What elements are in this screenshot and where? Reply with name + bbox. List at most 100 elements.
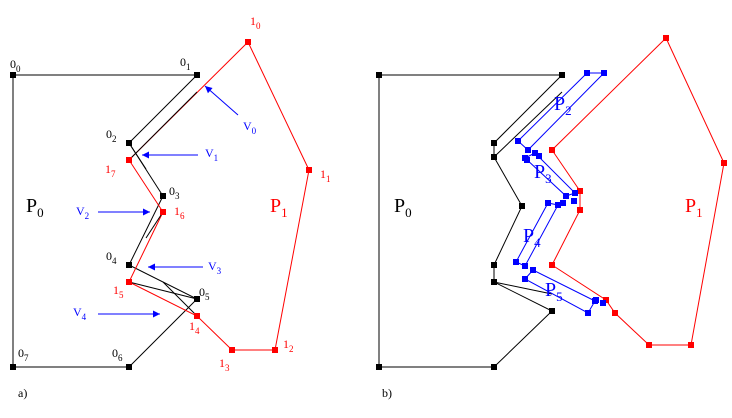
p4-vertex-b	[555, 202, 561, 208]
p0-inner-edge-a	[128, 142, 147, 170]
p-extra-vertex-b	[571, 198, 577, 204]
p3-label-b-base: P	[534, 161, 545, 183]
p0-vertex-label-base: 0	[106, 249, 112, 263]
v-label: V2	[76, 204, 89, 221]
p0-vertex-a	[126, 140, 132, 146]
p0-label-b-sub: 0	[405, 205, 412, 220]
p0-vertex-a	[194, 296, 200, 302]
p1-label-b-base: P	[685, 195, 696, 217]
v-label-base: V	[205, 146, 214, 160]
points-layer	[10, 35, 727, 370]
p1-vertex-a	[160, 209, 166, 215]
v-label-base: V	[73, 305, 82, 319]
p2-vertex-b	[584, 70, 590, 76]
p0-vertex-label-base: 0	[199, 285, 205, 299]
v-label: V0	[243, 119, 257, 136]
p0-offset-edge-a	[145, 211, 164, 239]
p4-label-b-base: P	[523, 225, 534, 247]
p1-vertex-label-sub: 2	[289, 344, 294, 354]
p1-vertex-label: 16	[174, 204, 185, 221]
p0-vertex-label-sub: 3	[175, 191, 180, 201]
p5-vertex-b	[530, 267, 536, 273]
p1-vertex-label: 13	[219, 356, 230, 373]
p0-label-a: P0	[26, 195, 44, 220]
p2-vertex-b	[525, 147, 531, 153]
p0-vertex-a	[126, 364, 132, 370]
p1-label-a-base: P	[270, 195, 281, 217]
v-label-base: V	[243, 119, 252, 133]
p5-label-b-sub: 5	[556, 289, 563, 304]
p0-label-b: P0	[394, 195, 412, 220]
p-extra-vertex-b	[524, 157, 530, 163]
p0-vertex-b	[519, 203, 525, 209]
p0-offset-edge-a	[162, 281, 198, 317]
p1-label-a: P1	[270, 195, 288, 220]
p0-vertex-label: 05	[199, 285, 210, 302]
p0-vertex-label-sub: 6	[118, 353, 123, 363]
p1-vertex-label-base: 1	[320, 167, 326, 181]
v-label-sub: 3	[217, 266, 222, 276]
v-label-sub: 0	[252, 126, 257, 136]
p0-vertex-b	[376, 72, 382, 78]
p1-vertex-b	[663, 35, 669, 41]
p1-vertex-label: 17	[105, 162, 116, 179]
p0-vertex-label: 00	[10, 57, 21, 74]
p-extra-vertex-b	[600, 300, 606, 306]
p1-vertex-a	[306, 167, 312, 173]
p-extra-vertex-b	[560, 200, 566, 206]
p0-vertex-b	[491, 364, 497, 370]
v4-arrow-head	[153, 310, 160, 318]
p0-vertex-a	[126, 262, 132, 268]
p1-vertex-label-sub: 4	[195, 326, 200, 336]
lines-layer	[12, 37, 725, 368]
p0-vertex-label: 04	[106, 249, 117, 266]
p0-vertex-label: 03	[169, 184, 180, 201]
p1-vertex-label-sub: 7	[111, 169, 116, 179]
v-label-sub: 4	[82, 312, 87, 322]
p3-vertex-b	[532, 150, 538, 156]
p4-vertex-b	[545, 200, 551, 206]
p1-vertex-label: 14	[189, 319, 200, 336]
p0-vertex-b	[549, 308, 555, 314]
v-label: V1	[205, 146, 218, 163]
p0-vertex-label-base: 0	[106, 127, 112, 141]
p1-vertex-b	[577, 188, 583, 194]
p5-label-b: P5	[545, 279, 563, 304]
p0-vertex-label-sub: 2	[112, 134, 117, 144]
p1-label-b: P1	[685, 195, 703, 220]
p0-vertex-label-sub: 4	[112, 256, 117, 266]
p0-vertex-b	[491, 279, 497, 285]
p1-vertex-label: 10	[250, 14, 261, 31]
p1-vertex-label: 12	[283, 337, 294, 354]
p3-vertex-b	[572, 190, 578, 196]
p0-vertex-label-base: 0	[180, 55, 186, 69]
p0-vertex-label-sub: 0	[16, 64, 21, 74]
v0-arrow-head	[205, 86, 213, 94]
p0-offset-edge-b	[493, 281, 553, 295]
p0-label-a-base: P	[26, 195, 37, 217]
p0-vertex-b	[559, 72, 565, 78]
p1-vertex-label: 15	[113, 283, 124, 300]
p1-vertex-a	[229, 347, 235, 353]
p3-label-b-sub: 3	[545, 171, 552, 186]
p1-vertex-label-base: 1	[250, 14, 256, 28]
p1-vertex-b	[646, 342, 652, 348]
p4-label-b-sub: 4	[534, 235, 541, 250]
p1-vertex-b	[612, 310, 618, 316]
p5-vertex-b	[585, 310, 591, 316]
p3-label-b: P3	[534, 161, 552, 186]
p1-vertex-label-sub: 1	[326, 174, 331, 184]
p1-vertex-label-base: 1	[105, 162, 111, 176]
p1-vertex-b	[549, 262, 555, 268]
v0-arrow	[204, 85, 239, 116]
p1-vertex-a	[194, 313, 200, 319]
v1-arrow-head	[142, 151, 149, 159]
p1-vertex-b	[577, 207, 583, 213]
p1-label-a-sub: 1	[281, 205, 288, 220]
p1-vertex-label-base: 1	[189, 319, 195, 333]
p1-vertex-label-base: 1	[283, 337, 289, 351]
p1-label-b-sub: 1	[696, 205, 703, 220]
v2-arrow-head	[143, 208, 150, 216]
p0-vertex-b	[491, 140, 497, 146]
